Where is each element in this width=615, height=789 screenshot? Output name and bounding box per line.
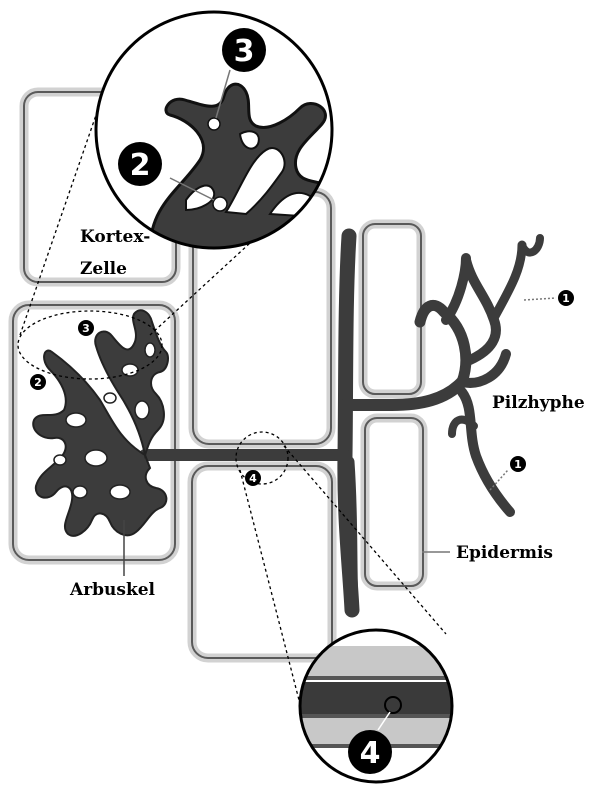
label-kortex: Kortex- [80,227,150,247]
label-arbuskel: Arbuskel [69,580,156,600]
svg-text:3: 3 [234,34,255,69]
label-epidermis: Epidermis [456,543,553,563]
svg-text:2: 2 [130,148,151,183]
marker-2-big: 2 [118,142,162,186]
marker-2-small: 2 [30,374,46,390]
epidermis-cell-lower [365,418,423,586]
svg-text:3: 3 [82,322,90,335]
cortex-cell-lower-middle [192,466,332,658]
label-pilzhyphe: Pilzhyphe [492,393,585,413]
svg-text:4: 4 [249,472,257,485]
label-zelle: Zelle [80,259,127,279]
marker-3-big: 3 [222,28,266,72]
marker-4-big: 4 [348,730,392,774]
svg-text:2: 2 [34,376,42,389]
marker-1-upper: 1 [524,290,574,306]
svg-text:1: 1 [562,292,570,305]
marker-4-small: 4 [245,470,261,486]
svg-text:1: 1 [514,458,522,471]
zoom-circle-top [96,12,334,250]
arbuscule [33,310,168,536]
marker-3-small: 3 [78,320,94,336]
epidermis-cell-upper [363,224,421,394]
svg-text:4: 4 [360,736,381,771]
